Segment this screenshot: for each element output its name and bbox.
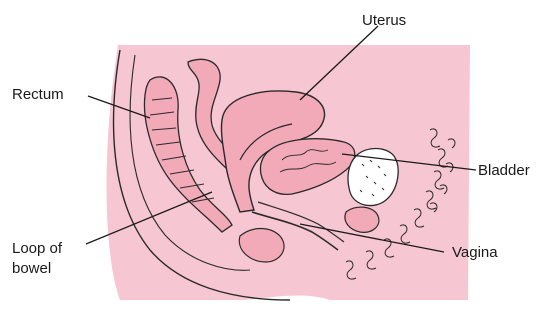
label-bladder: Bladder <box>478 162 530 179</box>
label-loop-of-bowel-line2: bowel <box>12 260 51 277</box>
label-uterus: Uterus <box>362 12 406 29</box>
label-rectum: Rectum <box>12 86 64 103</box>
label-vagina: Vagina <box>452 244 498 261</box>
label-loop-of-bowel-line1: Loop of <box>12 240 62 257</box>
